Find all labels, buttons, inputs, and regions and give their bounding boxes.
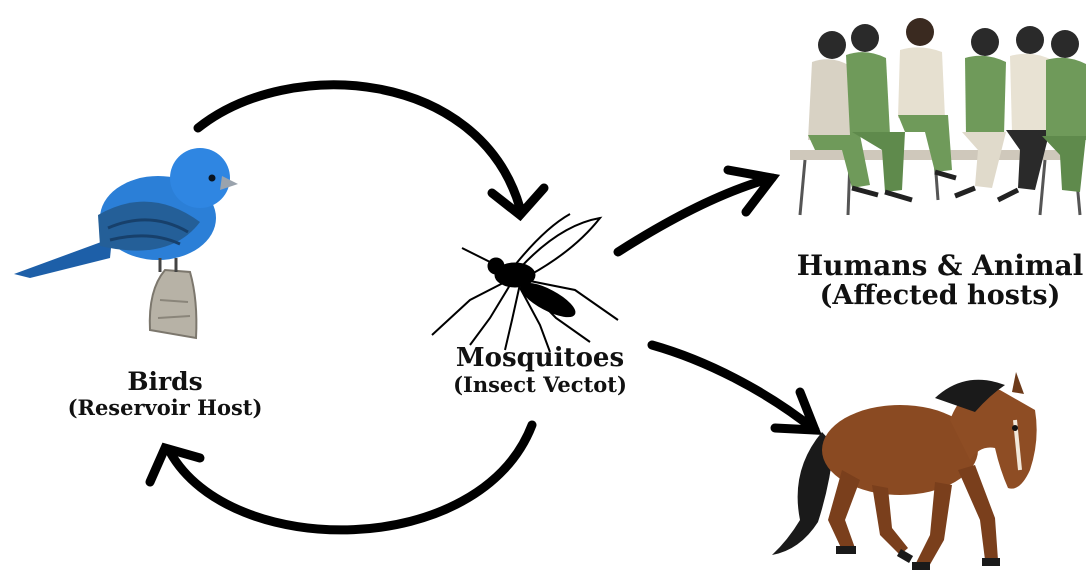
birds-title: Birds [40, 368, 290, 396]
arrow-birds-to-mosquitoes [198, 85, 544, 215]
arrow-mosquitoes-to-humans [618, 170, 772, 252]
arrow-mosquitoes-to-birds [150, 425, 532, 530]
mosquitoes-title: Mosquitoes [420, 344, 660, 373]
mosquito-icon [432, 214, 618, 352]
bird-icon [14, 148, 238, 338]
hosts-label: Humans & Animal (Affected hosts) [790, 250, 1087, 312]
mosquitoes-subtitle: (Insect Vectot) [420, 373, 660, 397]
horse-icon [772, 372, 1037, 570]
hosts-subtitle: (Affected hosts) [790, 281, 1087, 311]
humans-group-icon [790, 18, 1086, 215]
birds-label: Birds (Reservoir Host) [40, 368, 290, 420]
hosts-title: Humans & Animal [790, 250, 1087, 281]
mosquitoes-label: Mosquitoes (Insect Vectot) [420, 344, 660, 397]
birds-subtitle: (Reservoir Host) [40, 396, 290, 420]
arrow-mosquitoes-to-horse [652, 345, 815, 430]
